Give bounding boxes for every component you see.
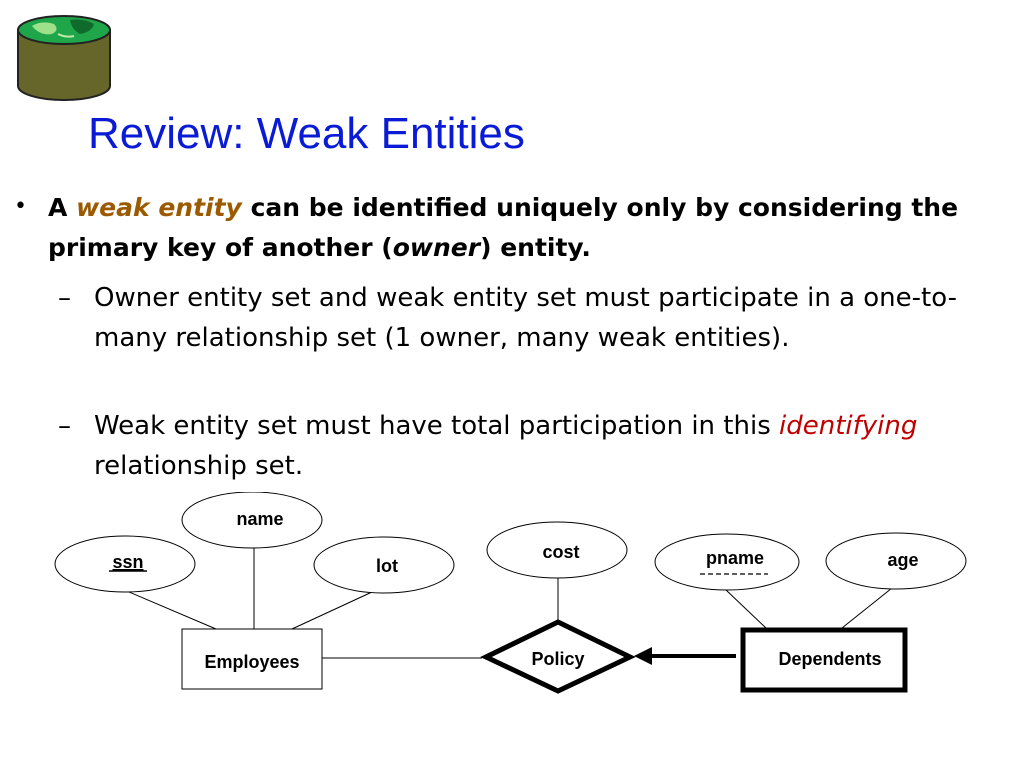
ssn-connector [121, 588, 217, 630]
main-bullet-text: A weak entity can be identified uniquely… [48, 188, 1003, 268]
subpoint-2-text-2: relationship set. [94, 451, 304, 481]
identifying-arrow-head [634, 647, 652, 665]
bullet-dot: • [14, 194, 27, 219]
cost-label: cost [542, 542, 579, 562]
age-attribute [825, 532, 967, 590]
pname-connector [725, 589, 767, 629]
name-attribute [181, 492, 323, 549]
policy-relationship [480, 619, 636, 694]
ssn-label: ssn [112, 552, 143, 572]
employees-entity [181, 628, 323, 690]
subpoint-1-text: Owner entity set and weak entity set mus… [94, 283, 957, 353]
pname-attribute [654, 533, 800, 591]
owner-term: owner [392, 233, 481, 262]
slide-title: Review: Weak Entities [88, 109, 525, 158]
policy-label: Policy [531, 649, 584, 669]
database-globe-icon [17, 15, 111, 101]
weak-entity-term: weak entity [76, 193, 242, 222]
cost-attribute [486, 521, 628, 579]
er-diagram: ssn name lot cost pname age Employees De… [54, 492, 967, 694]
dependents-label: Dependents [778, 649, 881, 669]
sub-dash: – [58, 411, 71, 441]
subpoint-2-text: Weak entity set must have total particip… [94, 406, 1009, 486]
sub-dash: – [58, 283, 71, 313]
lot-attribute [313, 536, 455, 594]
age-label: age [887, 550, 918, 570]
bullet-text-1: can be identified uniquely only by consi… [48, 193, 959, 262]
lot-label: lot [376, 556, 398, 576]
dependents-entity [740, 627, 908, 693]
identifying-term: identifying [779, 411, 918, 441]
bullet-lead: A [48, 193, 68, 222]
age-connector [841, 587, 893, 629]
lot-connector [291, 591, 373, 630]
ssn-attribute [54, 535, 196, 593]
bullet-text-2: ) entity. [480, 233, 591, 262]
employees-label: Employees [204, 652, 299, 672]
name-label: name [236, 509, 283, 529]
pname-label: pname [706, 548, 764, 568]
subpoint-2-text-1: Weak entity set must have total particip… [94, 411, 771, 441]
